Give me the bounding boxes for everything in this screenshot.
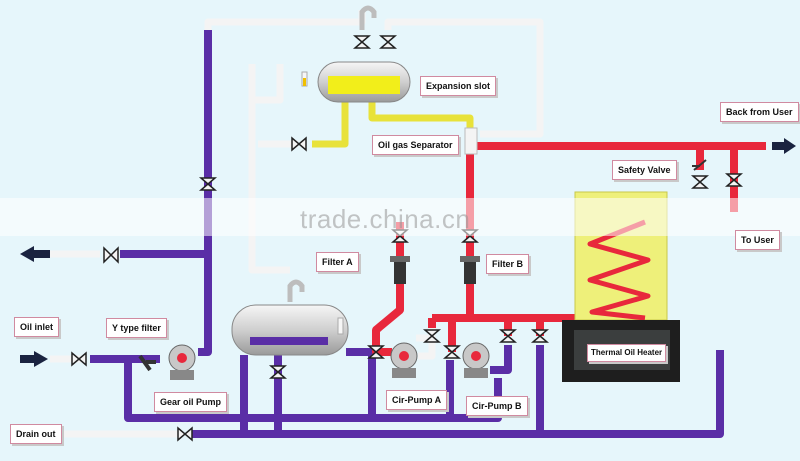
label-to-user: To User <box>735 230 780 250</box>
cir-pump-b-foot <box>464 368 488 378</box>
label-cir-pump-a: Cir-Pump A <box>386 390 448 410</box>
label-thermal-oil-heater: Thermal Oil Heater <box>587 344 667 362</box>
cir-pump-b-graphic <box>462 342 490 378</box>
cold-return-b <box>490 345 512 374</box>
valves <box>71 35 744 442</box>
vent-pipe-right <box>384 18 544 138</box>
gas-line-separator <box>312 100 349 148</box>
y-type-filter-graphic <box>138 354 156 372</box>
watermark: trade.china.cn <box>300 204 471 234</box>
cir-pump-a-impeller <box>399 351 409 361</box>
valve-pump-b-icon <box>442 345 462 359</box>
label-back-from-user: Back from User <box>720 102 799 122</box>
label-gear-oil-pump: Gear oil Pump <box>154 392 228 412</box>
valve-heater-feed-icon <box>530 329 550 343</box>
cir-pump-a-graphic <box>390 342 418 378</box>
valve-tank-drop-icon <box>268 365 288 379</box>
outlet-arrow-left-icon <box>20 246 50 262</box>
watermark-band <box>0 198 800 236</box>
gear-pump-foot <box>170 370 194 380</box>
cold-drain-line <box>190 350 724 438</box>
label-oil-inlet: Oil inlet <box>14 317 60 337</box>
valve-safety-icon <box>690 175 710 189</box>
filter-b-body <box>464 262 476 284</box>
cold-riser-left <box>198 30 212 356</box>
filter-a-body <box>394 262 406 284</box>
label-oil-gas-separator: Oil gas Separator <box>372 135 459 155</box>
valve-pump-a-icon <box>366 345 386 359</box>
overflow-pipe <box>248 64 290 274</box>
valve-bridge-icon <box>422 329 442 343</box>
filter-b-graphic <box>460 256 480 284</box>
valve-inlet-icon <box>71 351 87 367</box>
aux-pipe <box>250 64 284 104</box>
cir-pump-a-foot <box>392 368 416 378</box>
gear-pump-impeller <box>177 353 187 363</box>
gas-line-expansion <box>368 100 474 130</box>
valve-riser-icon <box>198 177 218 191</box>
cold-return-vertical <box>450 378 502 422</box>
expansion-tank-hook <box>359 5 377 30</box>
label-y-type-filter: Y type filter <box>106 318 167 338</box>
storage-tank-body <box>231 304 349 356</box>
safety-valve-arm <box>692 159 707 171</box>
label-expansion-slot: Expansion slot <box>420 76 497 96</box>
oil-gas-separator-body <box>464 127 478 155</box>
expansion-tank <box>301 5 411 103</box>
gas-pipes <box>312 100 474 148</box>
label-filter-a: Filter A <box>316 252 359 272</box>
filter-b-cap <box>460 256 480 262</box>
label-drain-out: Drain out <box>10 424 62 444</box>
valve-separator-icon <box>291 136 307 152</box>
expansion-tank-level <box>328 76 400 94</box>
valve-outlet-icon <box>103 246 119 264</box>
valve-drain-icon <box>177 426 193 442</box>
inlet-arrow-right-icon <box>20 351 48 367</box>
valve-to-user-icon <box>724 173 744 187</box>
heater-coil <box>587 219 651 321</box>
gear-oil-pump-graphic <box>168 344 196 380</box>
label-cir-pump-b: Cir-Pump B <box>466 396 528 416</box>
back-from-user-arrow-icon <box>772 138 796 154</box>
cold-pumpa-feed <box>346 348 376 418</box>
cold-loop-bottom <box>124 359 372 422</box>
storage-tank <box>231 279 349 356</box>
storage-tank-hook <box>287 279 305 302</box>
filter-a-graphic <box>390 256 410 284</box>
label-safety-valve: Safety Valve <box>612 160 677 180</box>
cir-pump-b-impeller <box>471 351 481 361</box>
valve-vent-right-icon <box>378 35 398 49</box>
expansion-level-gauge-mark <box>303 78 306 86</box>
vent-pipe-top <box>204 10 366 30</box>
filter-a-cap <box>390 256 410 262</box>
label-filter-b: Filter B <box>486 254 530 274</box>
storage-tank-level <box>250 337 328 345</box>
cold-pipes <box>90 30 724 438</box>
safety-valve-graphic <box>692 159 707 171</box>
valve-vent-left-icon <box>352 35 372 49</box>
storage-level-gauge <box>337 317 344 335</box>
valve-manifold-b-icon <box>498 329 518 343</box>
